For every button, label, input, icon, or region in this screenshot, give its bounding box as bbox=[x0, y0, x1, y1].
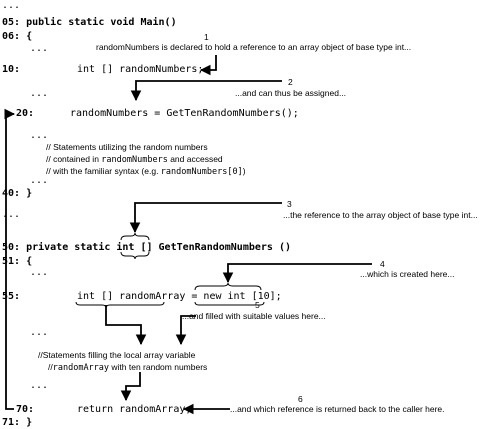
ellipsis-top: ... bbox=[2, 0, 21, 11]
arrow-3 bbox=[129, 202, 282, 234]
return-loop-arrow bbox=[4, 108, 16, 410]
ellipsis-e: ... bbox=[2, 209, 21, 220]
comment-line-5: //randomArray with ten random numbers bbox=[48, 362, 208, 373]
code-line-06: 06: { bbox=[2, 31, 33, 42]
code-line-20-number: 20: bbox=[16, 108, 35, 119]
annotation-number-6: 6 bbox=[298, 394, 303, 404]
code-line-20: randomNumbers = GetTenRandomNumbers(); bbox=[70, 108, 299, 119]
ellipsis-f: ... bbox=[30, 267, 49, 278]
annotation-text-3: ...the reference to the array object of … bbox=[283, 210, 478, 220]
arrow-comment-to-return bbox=[120, 372, 141, 402]
comment-line-1: // Statements utilizing the random numbe… bbox=[46, 142, 208, 152]
brace-new-int bbox=[194, 282, 262, 291]
code-line-51: 51: { bbox=[2, 256, 33, 267]
highlighted-int-type: int bbox=[116, 242, 135, 253]
comment-line-3: // with the familiar syntax (e.g. random… bbox=[46, 166, 246, 177]
code-line-70: return randomArray; bbox=[77, 404, 192, 415]
brace-new-int-below bbox=[194, 301, 265, 306]
ellipsis-g: ... bbox=[30, 327, 49, 338]
code-line-40: 40: } bbox=[2, 188, 33, 199]
annotation-text-6: ...and which reference is returned back … bbox=[230, 404, 445, 414]
ellipsis-c: ... bbox=[30, 130, 49, 141]
code-line-05: 05: public static void Main() bbox=[2, 17, 177, 28]
brace-int bbox=[120, 232, 150, 241]
code-line-55: int [] randomArray = new int [10]; bbox=[77, 291, 282, 302]
annotation-text-1: randomNumbers is declared to hold a refe… bbox=[96, 42, 412, 52]
code-line-71: 71: } bbox=[2, 417, 33, 428]
arrow-2 bbox=[130, 80, 282, 102]
code-line-55-number: 55: bbox=[2, 291, 21, 302]
comment-line-4: //Statements filling the local array var… bbox=[38, 350, 196, 360]
annotation-number-4: 4 bbox=[380, 259, 385, 269]
ellipsis-h: ... bbox=[30, 380, 49, 391]
annotation-number-1: 1 bbox=[204, 32, 209, 42]
underline-brace-int bbox=[120, 251, 150, 260]
code-line-50: 50: private static int [] GetTenRandomNu… bbox=[2, 242, 291, 253]
annotation-number-3: 3 bbox=[287, 199, 292, 209]
code-line-10-number: 10: bbox=[2, 64, 21, 75]
arrow-5 bbox=[175, 315, 196, 346]
arrow-array-to-comment bbox=[105, 305, 147, 346]
annotation-text-2: ...and can thus be assigned... bbox=[235, 88, 347, 98]
annotation-number-2: 2 bbox=[288, 77, 293, 87]
ellipsis-a: ... bbox=[30, 43, 49, 54]
ellipsis-d: ... bbox=[30, 175, 49, 186]
ellipsis-b: ... bbox=[30, 88, 49, 99]
brace-int-array-decl bbox=[75, 301, 165, 309]
comment-line-2: // contained in randomNumbers and access… bbox=[46, 154, 223, 165]
annotation-text-4: ...which is created here... bbox=[360, 269, 455, 279]
code-line-10: int [] randomNumbers; bbox=[77, 64, 204, 75]
arrow-1 bbox=[199, 55, 217, 76]
code-line-70-number: 70: bbox=[16, 404, 35, 415]
arrow-4 bbox=[222, 263, 372, 284]
